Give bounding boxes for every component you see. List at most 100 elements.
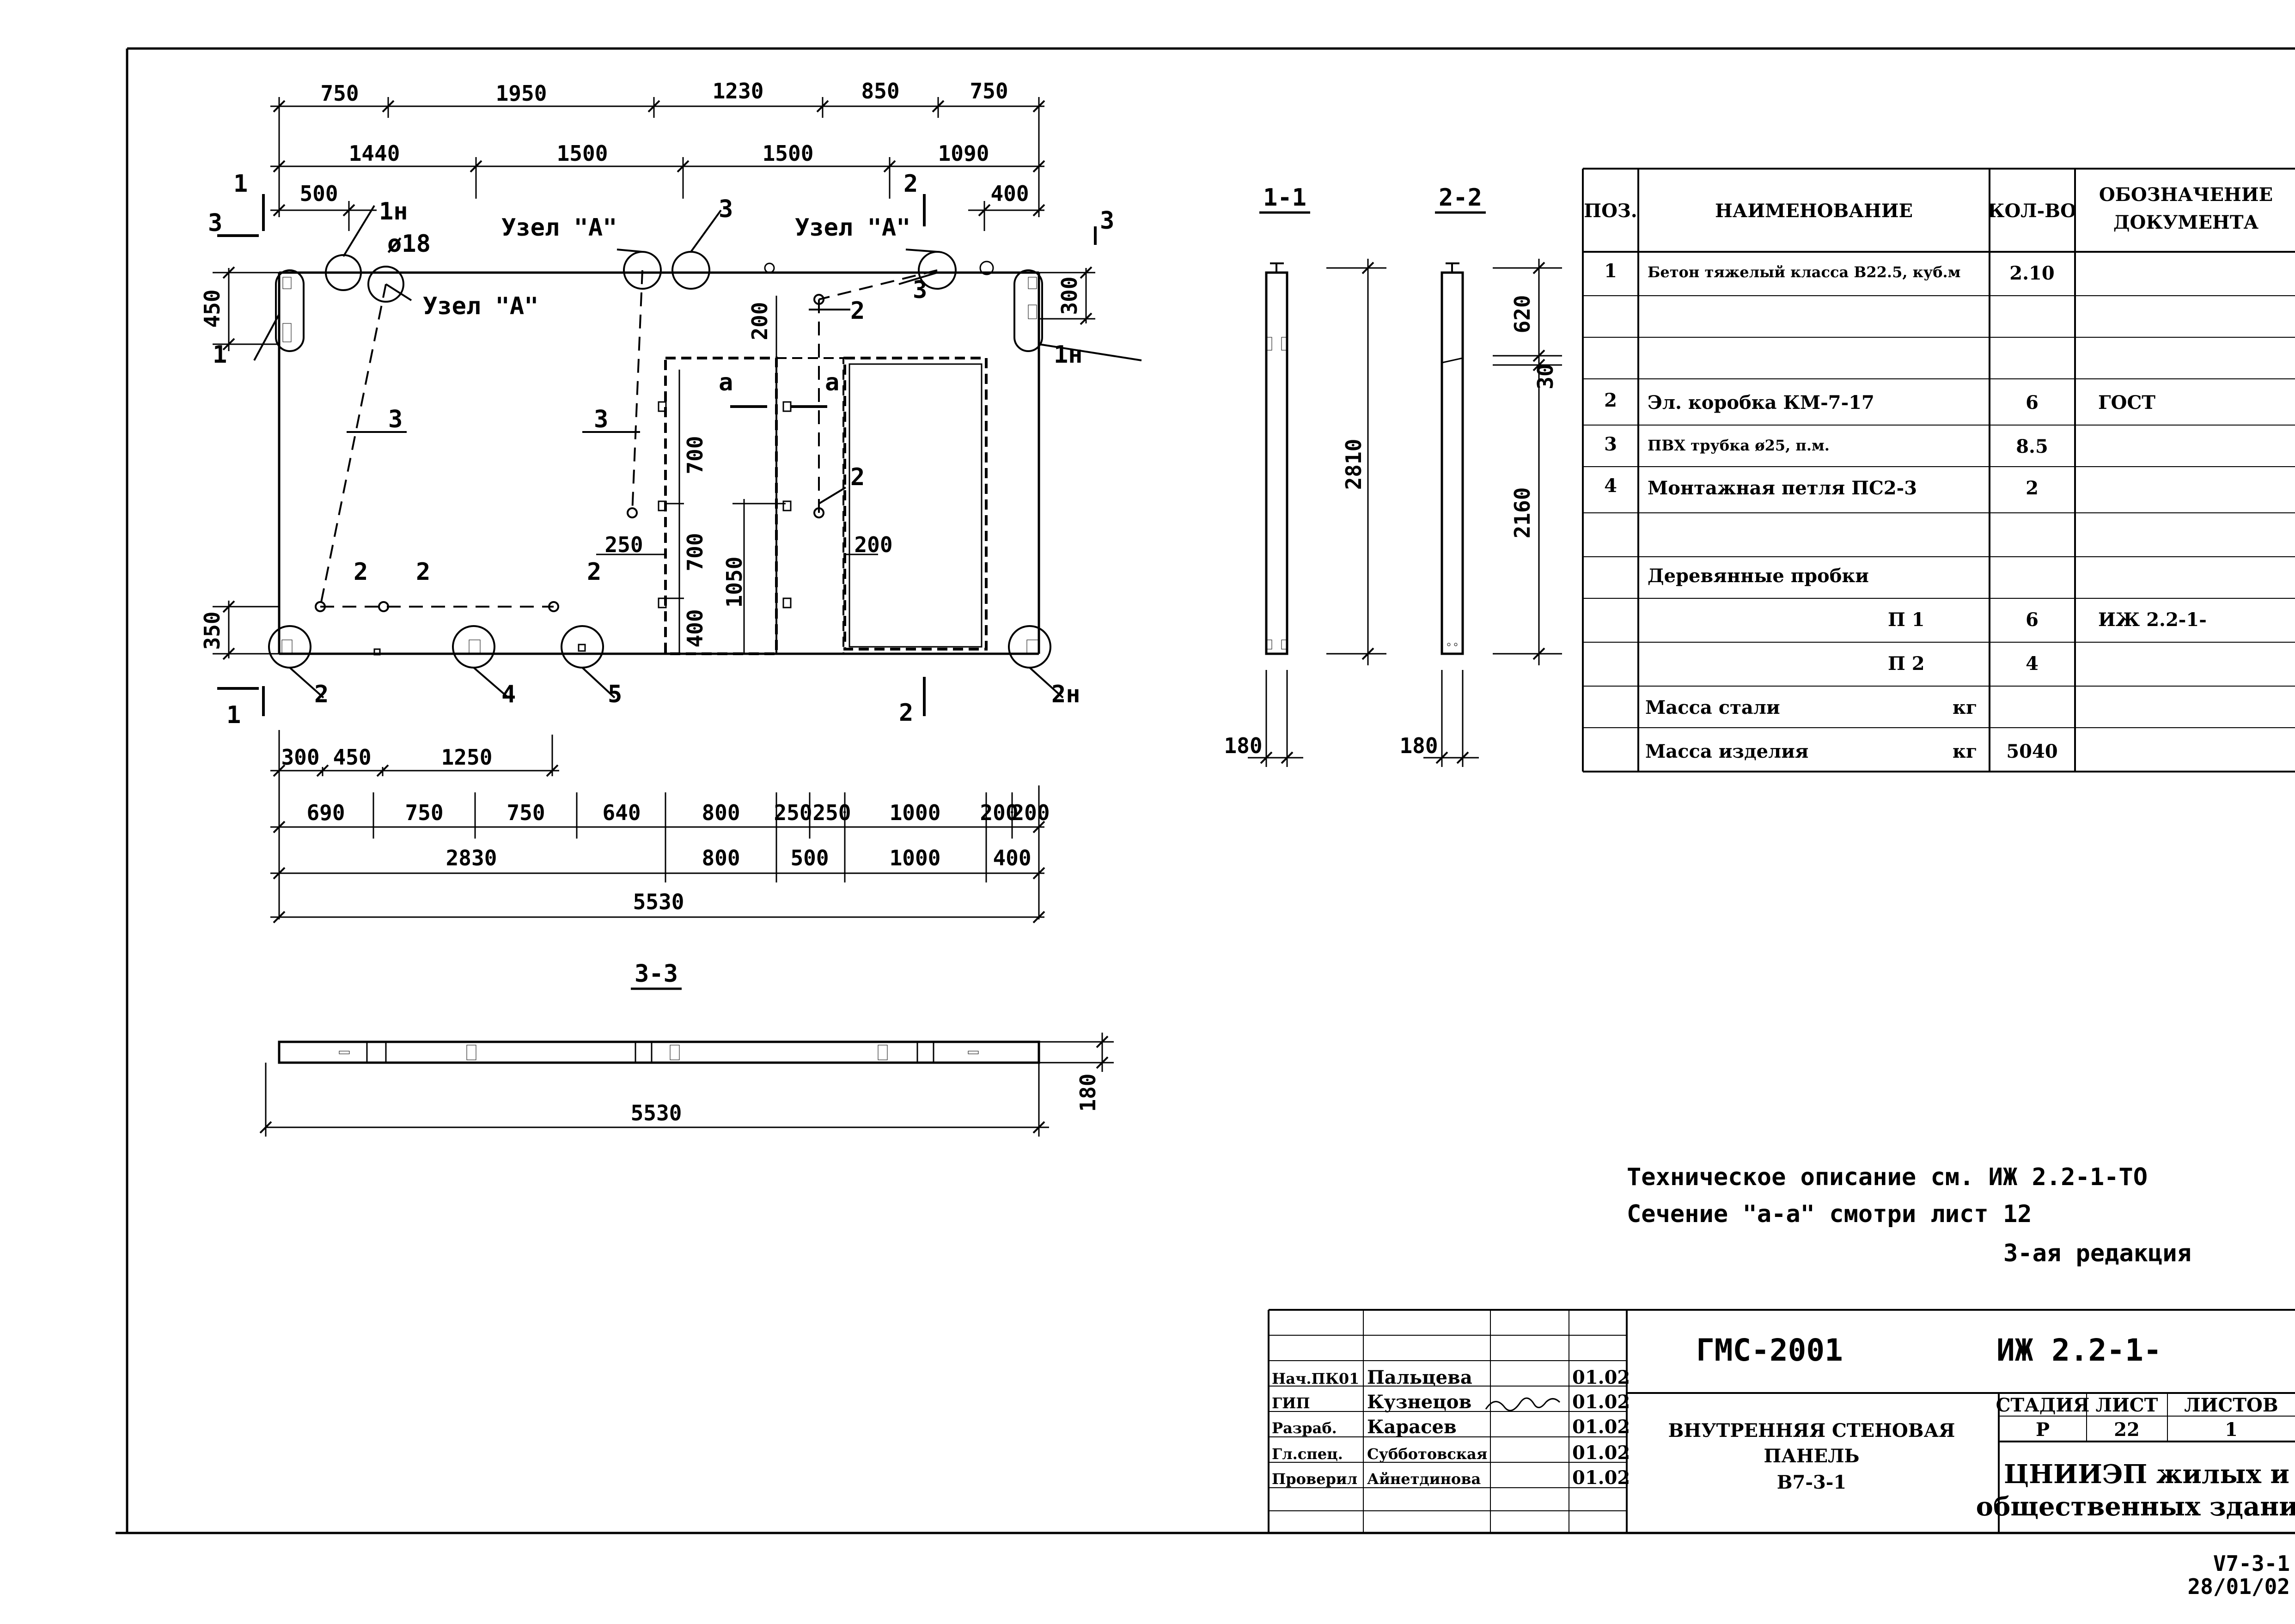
dim-bot2-6: 250 xyxy=(812,800,851,825)
dim-inner-3: 1050 xyxy=(722,557,747,608)
dim-top1-4: 750 xyxy=(970,79,1008,103)
spec-row3-qty: 8.5 xyxy=(2016,436,2048,457)
dim-bot1-0: 300 xyxy=(281,745,319,770)
callout-4: 4 xyxy=(501,681,516,708)
stamp-code1: ГМС-2001 xyxy=(1696,1332,1843,1368)
dim-top1-1: 1950 xyxy=(496,81,547,106)
section-1-1-title: 1-1 xyxy=(1263,184,1306,212)
name-1: Кузнецов xyxy=(1367,1391,1471,1413)
stamp-org2: общественных зданий xyxy=(1976,1491,2295,1522)
s11-thick: 180 xyxy=(1224,733,1262,758)
role-1: ГИП xyxy=(1272,1394,1310,1412)
s11-height: 2810 xyxy=(1341,439,1366,490)
dim-bot1-2: 1250 xyxy=(441,745,493,770)
stamp-org1: ЦНИИЭП жилых и xyxy=(2004,1459,2289,1490)
dim-bot1-1: 450 xyxy=(333,745,371,770)
dim-inner-4: 400 xyxy=(683,609,708,647)
spec-wood2-qty: 4 xyxy=(2026,653,2039,675)
door-opening-center xyxy=(775,357,844,655)
dim-bot2-1: 750 xyxy=(405,800,443,825)
date-1: 01.02 xyxy=(1572,1391,1630,1413)
callout-2c: 2 xyxy=(354,558,368,586)
dim-inner-0: 200 xyxy=(747,302,772,340)
stamp-title3: В7-3-1 xyxy=(1777,1472,1847,1493)
spec-header-pos: ПОЗ. xyxy=(1584,200,1637,222)
door-opening-right xyxy=(843,357,988,651)
door-opening-left xyxy=(664,357,778,655)
callout-6: 1н xyxy=(379,198,408,225)
spec-wood1-name: П 1 xyxy=(1888,609,1925,631)
spec-row2-qty: 6 xyxy=(2026,392,2039,414)
dim-top2-2: 1500 xyxy=(763,141,814,166)
dim-bot3-3: 1000 xyxy=(890,845,941,870)
dim-bottom-total: 5530 xyxy=(633,889,684,914)
dim-bot2-8: 200 xyxy=(980,800,1018,825)
signature xyxy=(1485,1397,1561,1411)
callout-2n: 2н xyxy=(1051,681,1080,708)
dim-bot2-5: 250 xyxy=(774,800,812,825)
dim-top3-left: 500 xyxy=(299,181,338,206)
dim-top1-3: 850 xyxy=(861,79,899,103)
name-2: Карасев xyxy=(1367,1416,1457,1438)
dim-inner-2: 700 xyxy=(683,533,708,571)
dim-bot2-9: 200 xyxy=(1011,800,1050,825)
section-mark-3-left: 3 xyxy=(208,209,222,237)
dim-inner-1: 700 xyxy=(683,436,708,474)
spec-item-mass: 5040 xyxy=(2006,741,2057,762)
node-label-1: Узел "А" xyxy=(501,214,617,242)
stamp-stage: Р xyxy=(2036,1419,2050,1441)
s22-top: 620 xyxy=(1510,295,1535,333)
name-4: Айнетдинова xyxy=(1367,1470,1481,1488)
callout-2-bottom: 2 xyxy=(314,681,329,708)
dim-bot3-2: 500 xyxy=(790,845,829,870)
dim-inner-6: 200 xyxy=(854,532,892,557)
dim-bot2-0: 690 xyxy=(306,800,345,825)
date-4: 01.02 xyxy=(1572,1467,1630,1489)
spec-header-name: НАИМЕНОВАНИЕ xyxy=(1715,200,1913,222)
dim-bot3-4: 400 xyxy=(993,845,1031,870)
notes: Техническое описание см. ИЖ 2.2-1-ТО Сеч… xyxy=(1627,1163,2191,1267)
spec-header-qty: КОЛ-ВО xyxy=(1988,200,2076,222)
section-mark-2-bottom: 2 xyxy=(899,699,913,727)
section-mark-1-bottom: 1 xyxy=(226,701,241,729)
dim-bot2-3: 640 xyxy=(602,800,641,825)
spec-row2-name: Эл. коробка КМ-7-17 xyxy=(1648,392,1874,414)
spec-header-doc2: ДОКУМЕНТА xyxy=(2113,212,2259,233)
spec-row2-pos: 2 xyxy=(1604,389,1617,411)
role-2: Разраб. xyxy=(1272,1419,1337,1437)
spec-item-unit: кг xyxy=(1953,741,1977,762)
dim-inner-5: 250 xyxy=(604,532,643,557)
callout-2d: 2 xyxy=(416,558,430,586)
dim-bot2-4: 800 xyxy=(702,800,740,825)
section-mark-a-right: а xyxy=(825,369,839,396)
corner-code: V7-3-1 xyxy=(2213,1551,2290,1576)
role-4: Проверил xyxy=(1272,1470,1357,1488)
callout-2a: 2 xyxy=(850,297,865,325)
spec-row3-name: ПВХ трубка ø25, п.м. xyxy=(1648,437,1830,454)
dim-right-0: 300 xyxy=(1057,276,1082,315)
stamp-title1: ВНУТРЕННЯЯ СТЕНОВАЯ xyxy=(1668,1420,1955,1442)
section-mark-2-top: 2 xyxy=(903,170,918,198)
stamp-sheet-header: ЛИСТ xyxy=(2096,1394,2158,1416)
name-3: Субботовская xyxy=(1367,1445,1487,1463)
spec-row1-name: Бетон тяжелый класса В22.5, куб.м xyxy=(1648,263,1960,281)
spec-wood-title: Деревянные пробки xyxy=(1648,565,1869,587)
spec-row3-pos: 3 xyxy=(1604,433,1617,455)
stamp-code2: ИЖ 2.2-1- xyxy=(1996,1332,2162,1368)
callout-2b: 2 xyxy=(850,463,865,491)
spec-row2-doc: ГОСТ xyxy=(2098,392,2155,414)
spec-steel-label: Масса стали xyxy=(1645,697,1780,718)
s22-thick: 180 xyxy=(1399,733,1438,758)
s33-length: 5530 xyxy=(631,1101,682,1125)
callout-5: 5 xyxy=(608,681,622,708)
spec-wood2-name: П 2 xyxy=(1888,653,1925,675)
note-line2: Сечение "а-а" смотри лист 12 xyxy=(1627,1200,2032,1228)
section-3-3-title: 3-3 xyxy=(635,960,678,988)
callout-3b: 3 xyxy=(913,276,927,304)
spec-header-doc1: ОБОЗНАЧЕНИЕ xyxy=(2099,184,2273,206)
date-2: 01.02 xyxy=(1572,1416,1630,1438)
role-0: Нач.ПК01 xyxy=(1272,1370,1359,1387)
callout-3d: 3 xyxy=(594,406,608,433)
dim-bot3-0: 2830 xyxy=(446,845,497,870)
